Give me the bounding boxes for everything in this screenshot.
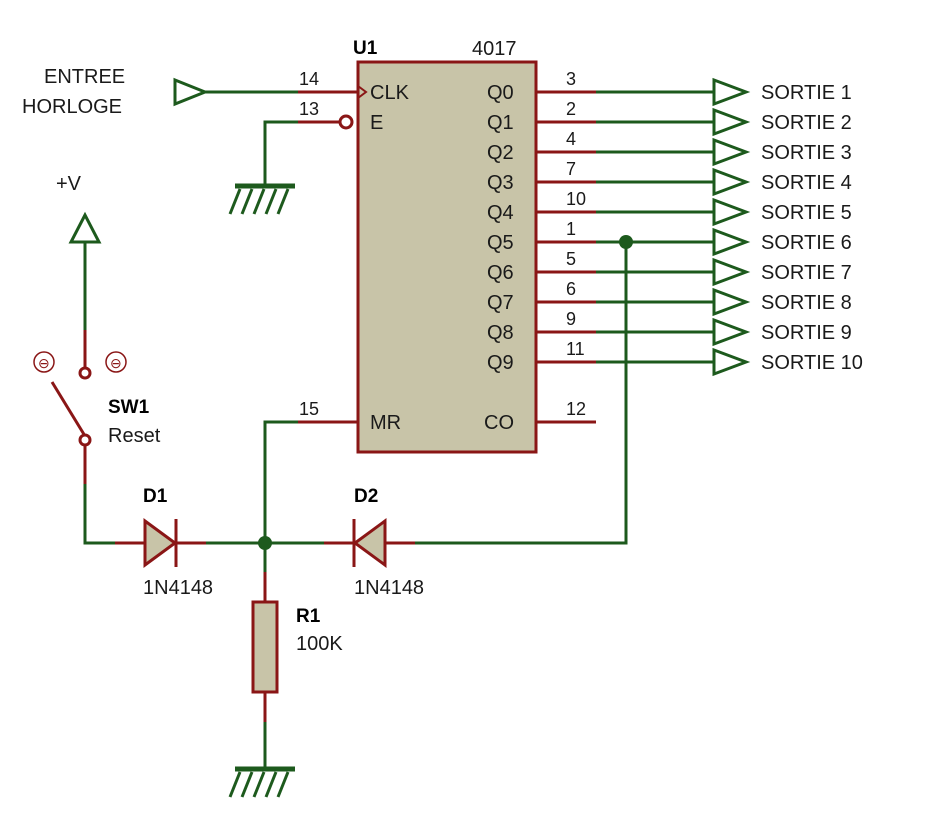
- output-terminal-icon: [712, 167, 751, 197]
- output-terminal-icon: [712, 257, 751, 287]
- d1-diode-icon: [143, 518, 178, 568]
- switch-top-contact: [78, 366, 92, 380]
- enable-pin-name: E: [370, 112, 383, 134]
- switch-bottom-contact: [78, 433, 92, 447]
- output-pin-number: 11: [566, 339, 585, 359]
- input-terminal-icon: [173, 77, 210, 107]
- switch-minus-glyph: ⊖: [38, 355, 50, 371]
- d2-feedback-wire: [415, 242, 628, 545]
- reset-pin-name: MR: [370, 412, 401, 434]
- supply-label: +V: [56, 173, 82, 195]
- input-label-line2: HORLOGE: [22, 96, 122, 118]
- r1-ref: R1: [296, 606, 321, 627]
- output-pin-name: Q3: [487, 172, 514, 194]
- output-terminal-icon: [712, 107, 751, 137]
- output-label: SORTIE 2: [761, 112, 852, 134]
- input-label-line1: ENTREE: [44, 66, 125, 88]
- output-pin-number: 10: [566, 189, 586, 209]
- carry-pin-name: CO: [484, 412, 514, 434]
- output-pin-name: Q7: [487, 292, 514, 314]
- output-pin-number: 2: [566, 99, 576, 119]
- output-label: SORTIE 5: [761, 202, 852, 224]
- switch-to-d1-wire: [83, 484, 115, 545]
- clk-pin-number: 14: [299, 69, 319, 89]
- output-label: SORTIE 9: [761, 322, 852, 344]
- carry-pin-number: 12: [566, 399, 586, 419]
- switch-minus-icon: [33, 351, 55, 373]
- d2-value: 1N4148: [354, 577, 424, 599]
- output-pin-name: Q9: [487, 352, 514, 374]
- output-label: SORTIE 4: [761, 172, 852, 194]
- output-pin-name: Q8: [487, 322, 514, 344]
- output-pin-number: 1: [566, 219, 576, 239]
- d2-diode-icon: [352, 518, 387, 568]
- output-pin-name: Q1: [487, 112, 514, 134]
- ic-ref: U1: [353, 38, 378, 59]
- clk-edge-icon: [357, 84, 368, 100]
- output-pin-number: 7: [566, 159, 576, 179]
- ground-icon-bottom: [228, 766, 295, 798]
- output-label: SORTIE 8: [761, 292, 852, 314]
- output-label: SORTIE 1: [761, 82, 852, 104]
- output-pin-number: 4: [566, 129, 576, 149]
- enable-ground-wire: [263, 120, 298, 185]
- reset-pin-number: 15: [299, 399, 319, 419]
- output-pin-name: Q4: [487, 202, 514, 224]
- supply-arrow-icon: [68, 211, 102, 244]
- ground-icon-top: [228, 183, 295, 215]
- output-pin-name: Q5: [487, 232, 514, 254]
- enable-inversion-bubble: [338, 114, 354, 130]
- output-terminal-icon: [712, 287, 751, 317]
- switch-plus-icon: [105, 351, 127, 373]
- reset-net-wire: [263, 420, 298, 543]
- output-terminal-icon: [712, 317, 751, 347]
- output-label: SORTIE 7: [761, 262, 852, 284]
- r1-value: 100K: [296, 633, 343, 655]
- output-label: SORTIE 10: [761, 352, 863, 374]
- enable-pin-number: 13: [299, 99, 319, 119]
- output-pin-number: 5: [566, 249, 576, 269]
- switch-plus-glyph: ⊖: [110, 355, 122, 371]
- output-terminal-icon: [712, 77, 751, 107]
- switch-ref: SW1: [108, 397, 150, 418]
- ic-body: [356, 60, 538, 454]
- output-label: SORTIE 6: [761, 232, 852, 254]
- output-terminal-icon: [712, 197, 751, 227]
- output-label: SORTIE 3: [761, 142, 852, 164]
- r1-resistor-icon: [251, 600, 279, 694]
- d1-ref: D1: [143, 486, 168, 507]
- switch-value: Reset: [108, 425, 161, 447]
- output-terminal-icon: [712, 347, 751, 377]
- d1-value: 1N4148: [143, 577, 213, 599]
- output-pin-name: Q0: [487, 82, 514, 104]
- clk-pin-name: CLK: [370, 82, 410, 104]
- switch-lever: [50, 381, 87, 437]
- output-pin-name: Q6: [487, 262, 514, 284]
- output-terminal-icon: [712, 227, 751, 257]
- output-pin-number: 6: [566, 279, 576, 299]
- output-pin-number: 9: [566, 309, 576, 329]
- output-terminal-icon: [712, 137, 751, 167]
- output-pin-name: Q2: [487, 142, 514, 164]
- ic-value: 4017: [472, 38, 517, 60]
- output-pin-number: 3: [566, 69, 576, 89]
- d2-ref: D2: [354, 486, 378, 507]
